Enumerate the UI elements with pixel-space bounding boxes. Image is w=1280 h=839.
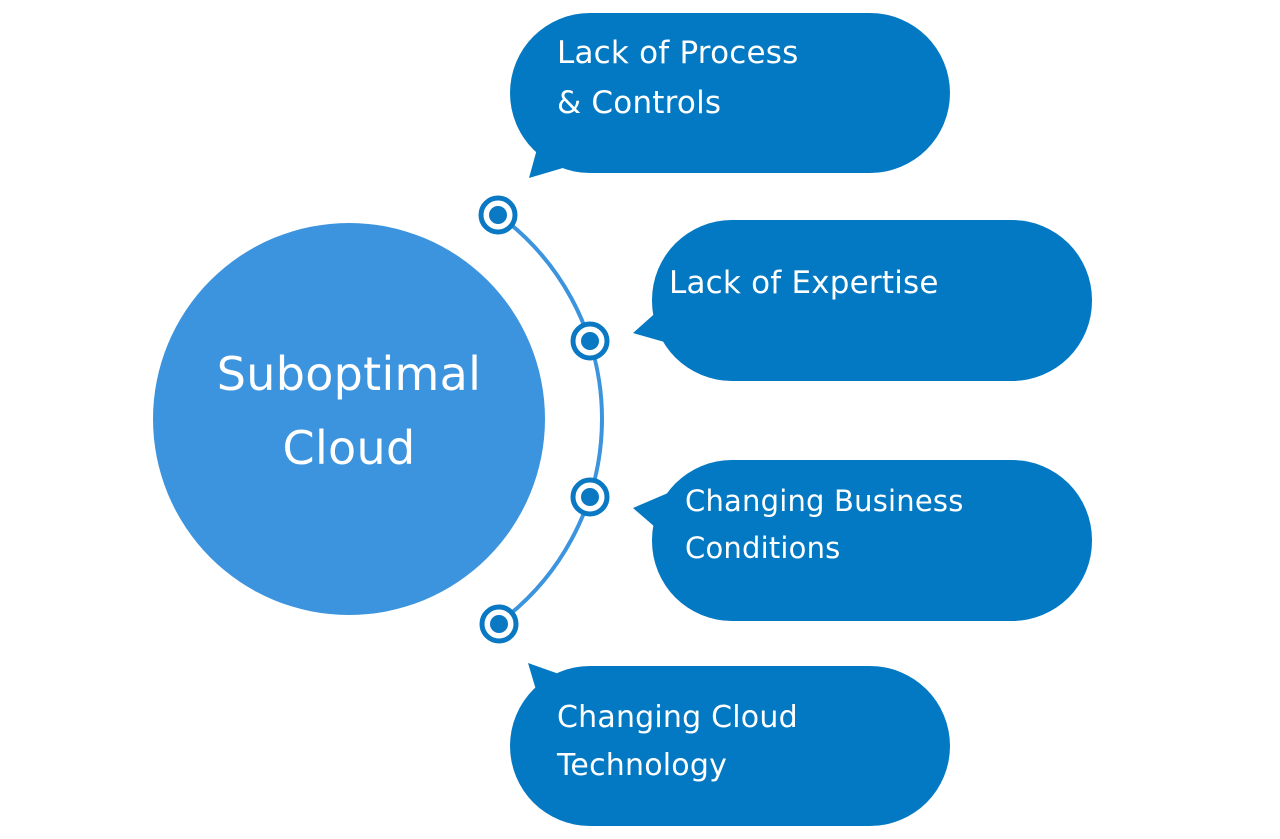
arc-node-1: [478, 195, 518, 235]
bubble-body: [652, 220, 1092, 381]
cause-label-line: Lack of Expertise: [669, 265, 939, 301]
arc-node-3: [570, 477, 610, 517]
cause-label-line: Conditions: [685, 531, 841, 565]
node-dot: [581, 488, 599, 506]
cause-bubble-cloud-technology: [510, 663, 950, 826]
connector-arc: [497, 213, 604, 625]
center-label-line-1: Suboptimal: [216, 347, 482, 401]
cause-bubble-expertise: [633, 220, 1092, 381]
cause-label-process-controls: Lack of Process & Controls: [557, 28, 798, 128]
cause-label-line: Lack of Process: [557, 35, 799, 71]
cause-label-cloud-technology: Changing Cloud Technology: [557, 694, 798, 790]
center-circle: [153, 223, 545, 615]
node-dot: [489, 206, 507, 224]
cause-label-line: Technology: [557, 748, 728, 783]
arc-node-4: [479, 604, 519, 644]
center-label-line-2: Cloud: [282, 421, 416, 475]
cause-label-expertise: Lack of Expertise: [669, 258, 939, 308]
bubble-body: [510, 666, 950, 826]
cause-bubble-business-conditions: [633, 460, 1092, 621]
cause-label-line: & Controls: [557, 85, 722, 121]
cause-label-line: Changing Business: [685, 484, 964, 518]
node-dot: [490, 615, 508, 633]
cause-label-business-conditions: Changing Business Conditions: [685, 478, 964, 572]
bubble-tail: [528, 663, 590, 720]
bubble-tail: [633, 490, 675, 540]
cause-label-line: Changing Cloud: [557, 700, 798, 735]
cause-bubble-process-controls: [510, 13, 950, 178]
bubble-tail: [529, 120, 590, 178]
center-label: Suboptimal Cloud: [153, 224, 545, 614]
bubble-body: [510, 13, 950, 173]
bubble-tail: [633, 300, 675, 345]
bubble-body: [652, 460, 1092, 621]
arc-node-2: [570, 321, 610, 361]
node-dot: [581, 332, 599, 350]
